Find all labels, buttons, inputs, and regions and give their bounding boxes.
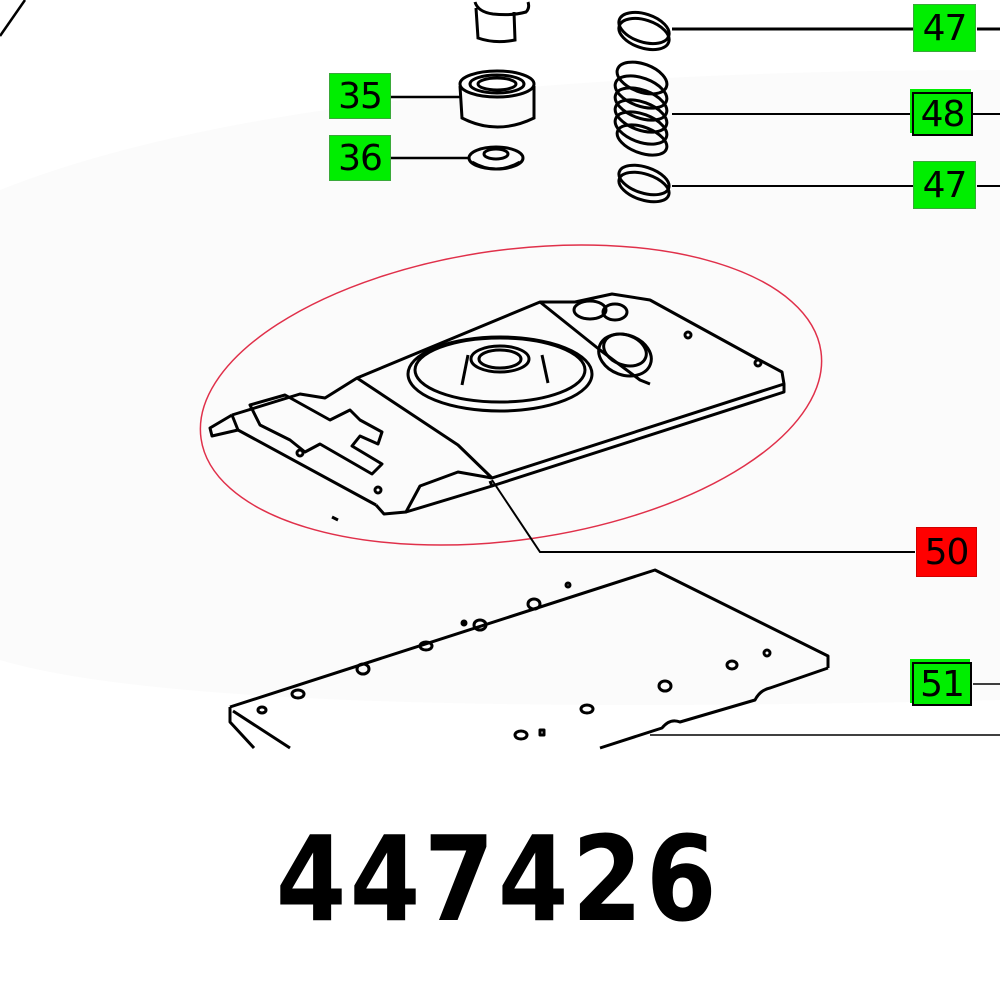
callout-36[interactable]: 36 [329, 135, 391, 181]
sanding-pad-icon [228, 568, 830, 750]
callout-47-bottom[interactable]: 47 [913, 161, 976, 209]
callout-50-highlighted[interactable]: 50 [916, 527, 977, 577]
bearing-icon [458, 69, 536, 129]
callout-47-top[interactable]: 47 [913, 4, 976, 52]
leader-line-50 [491, 479, 915, 553]
part-number: 447426 [275, 810, 721, 948]
base-housing-icon [208, 292, 786, 516]
bellows-icon [613, 60, 669, 157]
hose-clamp-top-icon [617, 10, 671, 52]
callout-51[interactable]: 51 [912, 662, 972, 706]
background-shading [0, 70, 1000, 705]
partial-leader-line [0, 0, 27, 37]
callout-48[interactable]: 48 [912, 92, 973, 136]
drawing-mark [331, 515, 339, 522]
hose-clamp-bottom-icon [617, 163, 671, 204]
shaft-part-icon [473, 1, 531, 44]
callout-35[interactable]: 35 [329, 73, 391, 119]
